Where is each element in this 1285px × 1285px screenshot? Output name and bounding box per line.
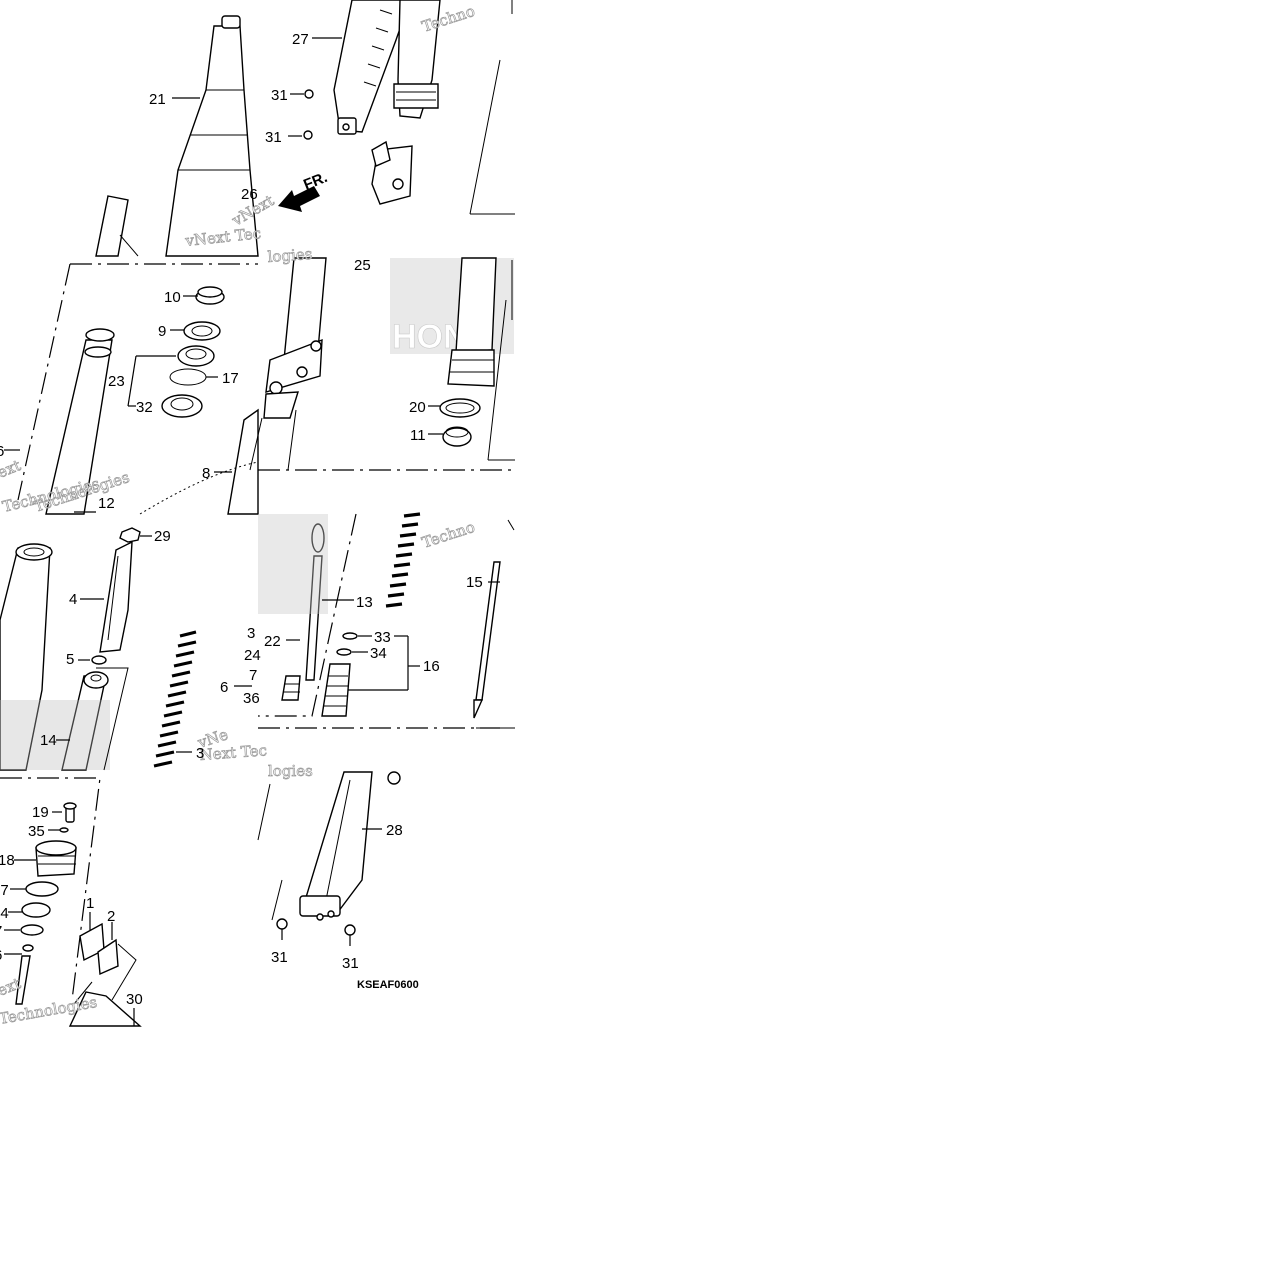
svg-text:Next Tec: Next Tec — [199, 741, 267, 764]
oil-seal-23 — [177, 345, 215, 367]
callout-3: 3 — [196, 745, 204, 762]
front-direction-arrow — [278, 186, 320, 212]
tile-damper: vNe Next Tec — [0, 527, 268, 771]
bushing-10 — [195, 286, 225, 305]
callout-31: 31 — [271, 87, 288, 104]
callout-23: 23 — [108, 373, 125, 390]
callout-13: 13 — [356, 594, 373, 611]
callout-21: 21 — [149, 91, 166, 108]
callout-30: 30 — [126, 991, 143, 1008]
callout-17: 17 — [222, 370, 239, 387]
callout-31: 31 — [265, 129, 282, 146]
callout-7: 7 — [249, 667, 257, 684]
callout-19: 19 — [32, 804, 49, 821]
callout-22: 22 — [264, 633, 281, 650]
tile-rod: Techno — [258, 512, 515, 729]
callout-31: 31 — [271, 949, 288, 966]
callout-11: 11 — [410, 427, 426, 444]
svg-text:logies: logies — [268, 762, 313, 780]
callout-4: 4 — [69, 591, 77, 608]
callout-26: 26 — [241, 186, 258, 203]
callout-9: 9 — [158, 323, 166, 340]
bushing-11 — [442, 426, 472, 447]
washer-9 — [183, 321, 221, 341]
callout-8: 8 — [202, 465, 210, 482]
callout-15: 15 — [466, 574, 483, 591]
callout-12: 12 — [98, 495, 115, 512]
callout-33: 33 — [374, 629, 391, 646]
callout-2: 2 — [107, 908, 115, 925]
callout-1: 1 — [86, 895, 94, 912]
tile-lower-guard: logies — [257, 762, 401, 946]
callout-36: 36 — [243, 690, 260, 707]
callout-labels: 21 27 31 31 26 25 10 9 23 17 32 20 11 8 … — [0, 31, 483, 1008]
callout-37: 37 — [0, 882, 9, 899]
callout-24: 24 — [0, 905, 9, 922]
callout-31: 31 — [342, 955, 359, 972]
callout-18: 18 — [0, 852, 15, 869]
clip-17 — [169, 368, 207, 386]
callout-7: 7 — [0, 923, 2, 940]
callout-20: 20 — [409, 399, 426, 416]
callout-25: 25 — [354, 257, 371, 274]
callout-14: 14 — [40, 732, 57, 749]
callout-6: 6 — [0, 947, 2, 964]
callout-6: 6 — [0, 443, 4, 460]
dust-seal-32 — [161, 394, 203, 418]
svg-text:logies: logies — [267, 245, 313, 266]
tile-valve: ext Technologies — [0, 777, 142, 1028]
svg-text:Techno: Techno — [420, 518, 477, 552]
callout-16: 16 — [423, 658, 440, 675]
callout-3: 3 — [247, 625, 255, 642]
drawing-code: KSEAF0600 — [357, 979, 419, 991]
tile-fork-guard: FR. Techno — [278, 0, 515, 215]
svg-text:ext: ext — [0, 456, 23, 481]
callout-32: 32 — [136, 399, 153, 416]
callout-28: 28 — [386, 822, 403, 839]
tile-lower-tube: HON logies — [249, 245, 515, 471]
callout-27: 27 — [292, 31, 309, 48]
callout-29: 29 — [154, 528, 171, 545]
direction-label: FR. — [301, 169, 330, 194]
callout-34: 34 — [370, 645, 387, 662]
callout-5: 5 — [66, 651, 74, 668]
callout-6: 6 — [220, 679, 228, 696]
snap-ring-20 — [439, 398, 481, 418]
callout-24: 24 — [244, 647, 261, 664]
tile-fork-tube: vNext Tec — [95, 15, 262, 257]
callout-35: 35 — [28, 823, 45, 840]
callout-10: 10 — [164, 289, 181, 306]
